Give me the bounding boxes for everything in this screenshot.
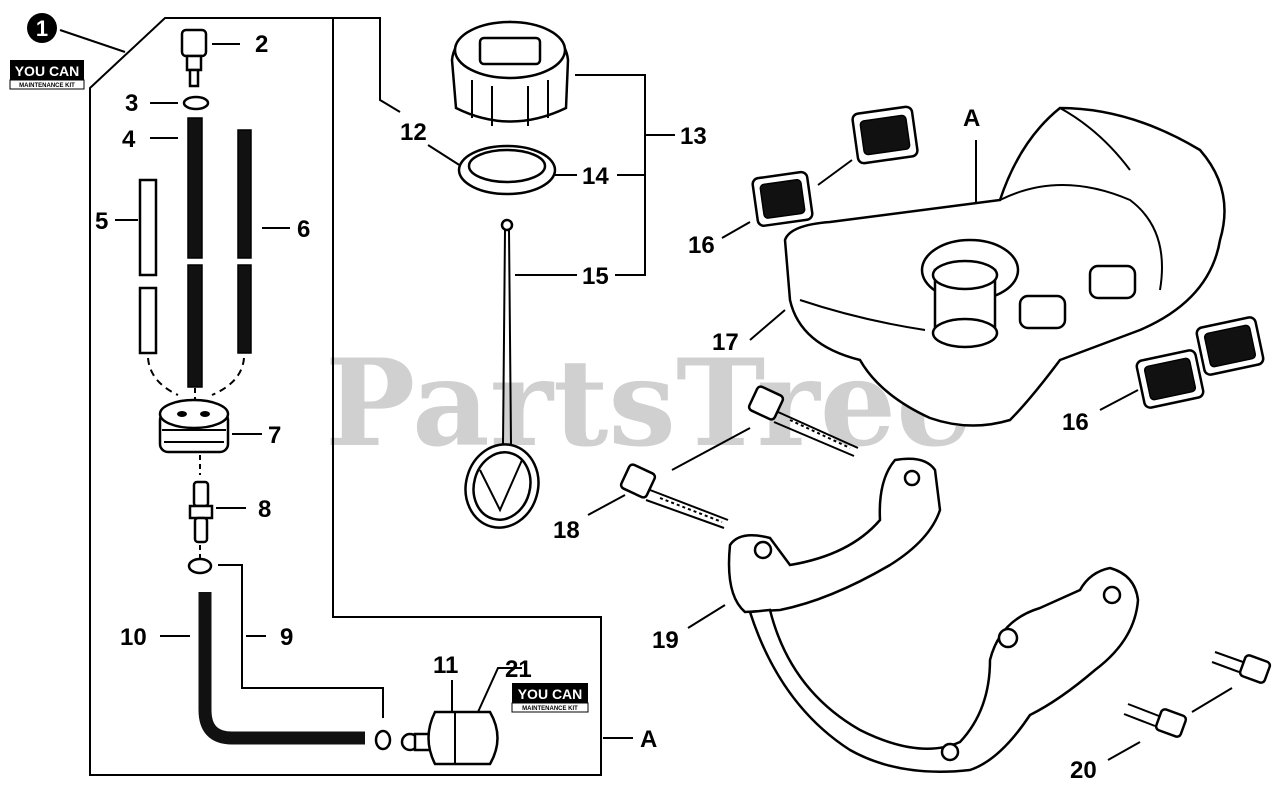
part-19-bracket (727, 457, 1140, 773)
svg-text:1: 1 (36, 16, 48, 41)
callout-6: 6 (297, 216, 310, 243)
part-11-fuel-filter (400, 710, 499, 766)
callout-8: 8 (258, 496, 271, 523)
youcan-kit-badge-21: YOU CAN MAINTENANCE KIT (511, 683, 589, 713)
callout-19: 19 (652, 627, 679, 654)
callout-17: 17 (712, 329, 739, 356)
part-17-fuel-tank (783, 106, 1226, 427)
part-18-bolt-lower (619, 463, 729, 529)
callout-9: 9 (280, 624, 293, 651)
leader-17 (749, 309, 786, 341)
callout-15: 15 (582, 263, 609, 290)
leader-16-lower (1099, 389, 1139, 411)
callout-A-side: A (640, 726, 657, 753)
kit-leader (59, 29, 126, 53)
dash-6-7 (211, 357, 245, 396)
callout-16-upper: 16 (688, 232, 715, 259)
part-20-screw-left (1123, 703, 1188, 738)
part-13-fuel-cap (450, 20, 570, 126)
part-6-fuel-line (237, 129, 252, 354)
svg-text:MAINTENANCE KIT: MAINTENANCE KIT (19, 83, 75, 89)
callout-13: 13 (680, 123, 707, 150)
part-4-fuel-line (187, 117, 203, 388)
connector-18 (671, 427, 751, 471)
part-3-oring (182, 95, 210, 111)
callout-21: 21 (505, 656, 532, 683)
callout-5: 5 (95, 208, 108, 235)
part-7-grommet (158, 398, 230, 454)
part-16-grommet-lower (1135, 316, 1265, 409)
part-8-fitting (188, 480, 214, 544)
part-10-fuel-line (198, 592, 365, 745)
part-15-tether (464, 218, 540, 529)
part-14-gasket (457, 144, 557, 196)
leader-12 (427, 144, 465, 169)
callout-A-top: A (963, 105, 980, 132)
leader-16-upper (721, 221, 751, 239)
callout-7: 7 (268, 422, 281, 449)
part-2-connector (180, 28, 208, 88)
leader-21 (477, 667, 522, 713)
kit-group-outline (89, 17, 602, 776)
filter-oring (374, 729, 392, 751)
youcan-kit-badge-top: YOU CAN MAINTENANCE KIT (9, 60, 85, 90)
part-20-screw-right (1211, 651, 1272, 684)
leader-18 (587, 494, 626, 516)
part-9-oring (187, 557, 213, 575)
leader-9 (218, 564, 384, 718)
connector-16-upper (817, 159, 853, 186)
callout-12: 12 (400, 119, 427, 146)
svg-text:YOU CAN: YOU CAN (15, 63, 80, 79)
callout-3: 3 (125, 90, 138, 117)
kit-number-badge: 1 (27, 13, 57, 43)
part-16-grommet-upper (751, 105, 919, 227)
callout-11: 11 (433, 652, 458, 679)
callout-10: 10 (120, 624, 147, 651)
leader-19 (687, 604, 726, 629)
callout-20: 20 (1070, 757, 1097, 784)
leader-20 (1107, 741, 1141, 761)
svg-text:YOU CAN: YOU CAN (518, 686, 583, 702)
svg-text:MAINTENANCE KIT: MAINTENANCE KIT (522, 706, 578, 712)
part-18-bolt-upper (747, 385, 859, 457)
part-5-tube (138, 178, 158, 355)
callout-16-lower: 16 (1062, 409, 1089, 436)
connector-20 (1191, 687, 1233, 713)
callout-2: 2 (255, 31, 268, 58)
callout-4: 4 (122, 126, 136, 153)
leader-12-bracket (333, 17, 401, 113)
callout-18: 18 (553, 517, 580, 544)
dash-5-7 (147, 357, 179, 396)
callout-14: 14 (582, 163, 609, 190)
